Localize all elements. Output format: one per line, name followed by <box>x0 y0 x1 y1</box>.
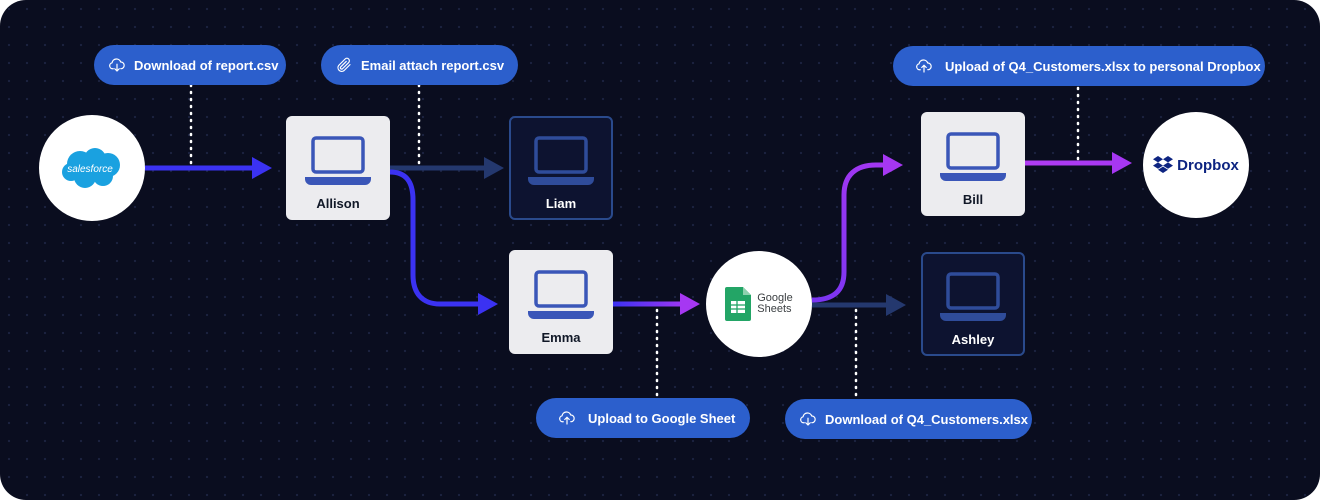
laptop-icon <box>940 132 1006 181</box>
event-label: Upload of Q4_Customers.xlsx to personal … <box>945 58 1261 74</box>
salesforce-node: salesforce <box>39 115 145 221</box>
flow-sheets-bill <box>811 162 884 303</box>
google-sheets-icon <box>725 287 752 321</box>
laptop-icon <box>305 136 371 185</box>
arrowhead-liam <box>484 157 504 179</box>
device-node-emma: Emma <box>509 250 613 354</box>
event-pill-upload-dropbox: Upload of Q4_Customers.xlsx to personal … <box>893 46 1265 86</box>
dropbox-wordmark: Dropbox <box>1177 156 1239 174</box>
event-pill-download-q4: Download of Q4_Customers.xlsx <box>785 399 1032 439</box>
laptop-icon <box>528 270 594 319</box>
google-sheets-line1: Google <box>757 292 793 304</box>
event-label: Upload to Google Sheet <box>588 410 736 426</box>
cloud-upload-icon <box>559 411 575 425</box>
laptop-icon <box>940 272 1006 321</box>
cloud-upload-icon <box>916 59 932 73</box>
device-node-allison: Allison <box>286 116 390 220</box>
flow-allison-emma <box>389 169 482 307</box>
paperclip-icon <box>337 57 351 72</box>
device-label: Allison <box>316 196 360 211</box>
device-label: Bill <box>962 192 984 207</box>
event-label: Download of Q4_Customers.xlsx <box>825 411 1028 427</box>
arrowhead-ashley <box>886 294 906 316</box>
device-label: Ashley <box>951 332 995 347</box>
device-label: Liam <box>545 196 577 211</box>
dropbox-icon <box>1153 156 1174 173</box>
cloud-download-icon <box>800 412 816 426</box>
event-pill-upload-sheet: Upload to Google Sheet <box>536 398 750 438</box>
device-label: Emma <box>541 330 581 345</box>
google-sheets-node: Google Sheets <box>706 251 812 357</box>
google-sheets-line2: Sheets <box>757 303 792 315</box>
event-label: Email attach report.csv <box>361 57 505 73</box>
arrowhead-bill <box>883 154 903 176</box>
arrowhead-emma <box>478 293 498 315</box>
arrowhead-sheets <box>680 293 700 315</box>
dropbox-node: Dropbox <box>1143 112 1249 218</box>
event-pill-email-attach: Email attach report.csv <box>321 45 518 85</box>
device-node-ashley: Ashley <box>921 252 1025 356</box>
arrowhead-allison <box>252 157 272 179</box>
cloud-download-icon <box>109 58 125 72</box>
salesforce-logo: salesforce <box>62 148 120 188</box>
laptop-icon <box>528 136 594 185</box>
salesforce-wordmark: salesforce <box>67 164 113 175</box>
arrowhead-dropbox <box>1112 152 1132 174</box>
device-node-liam: Liam <box>509 116 613 220</box>
device-node-bill: Bill <box>921 112 1025 216</box>
event-label: Download of report.csv <box>134 57 279 73</box>
event-pill-download-report: Download of report.csv <box>94 45 286 85</box>
